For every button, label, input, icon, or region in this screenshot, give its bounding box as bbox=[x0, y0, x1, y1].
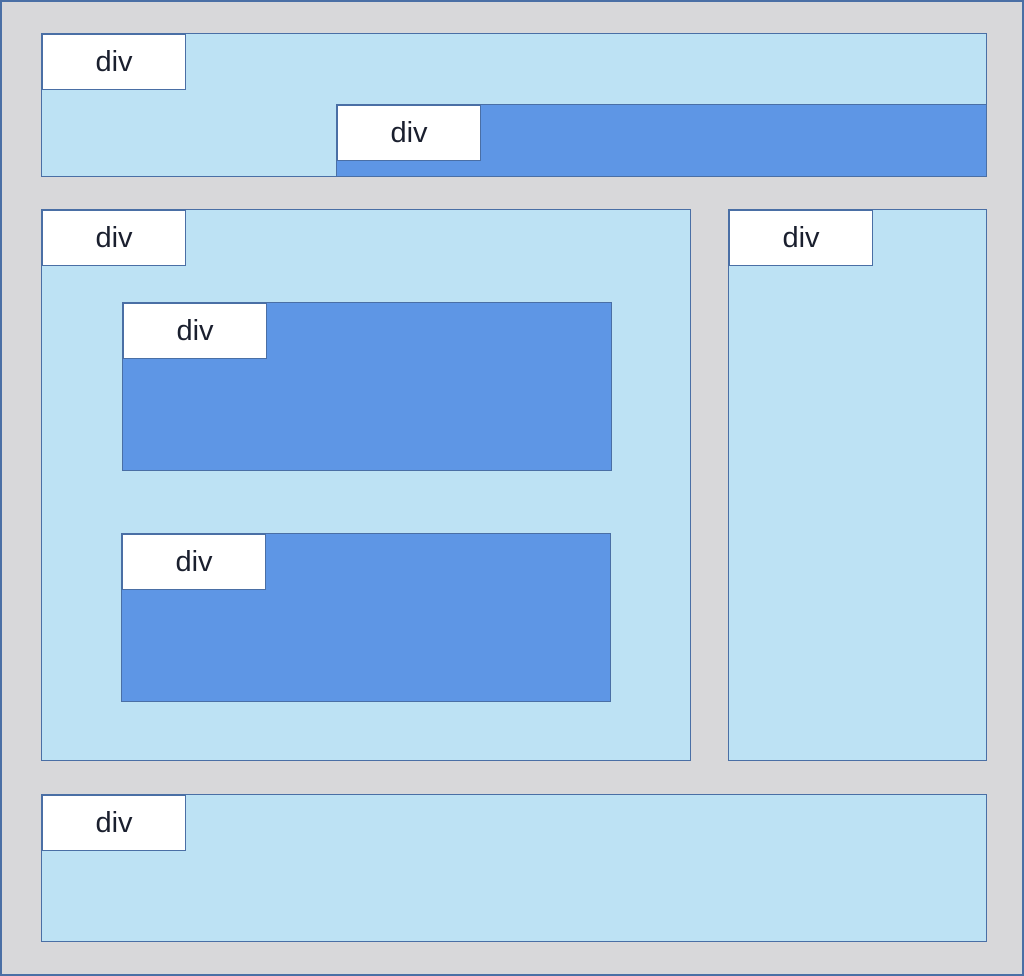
footer-label: div bbox=[42, 795, 186, 851]
header-nav-label: div bbox=[337, 105, 481, 161]
main-label: div bbox=[42, 210, 186, 266]
footer-box: div bbox=[41, 794, 987, 942]
main-block-1-box: div bbox=[122, 302, 612, 471]
sidebar-label: div bbox=[729, 210, 873, 266]
main-block-2-box: div bbox=[121, 533, 611, 702]
header-nav-box: div bbox=[336, 104, 987, 177]
header-label: div bbox=[42, 34, 186, 90]
main-block-1-label: div bbox=[123, 303, 267, 359]
sidebar-box: div bbox=[728, 209, 987, 761]
main-block-2-label: div bbox=[122, 534, 266, 590]
